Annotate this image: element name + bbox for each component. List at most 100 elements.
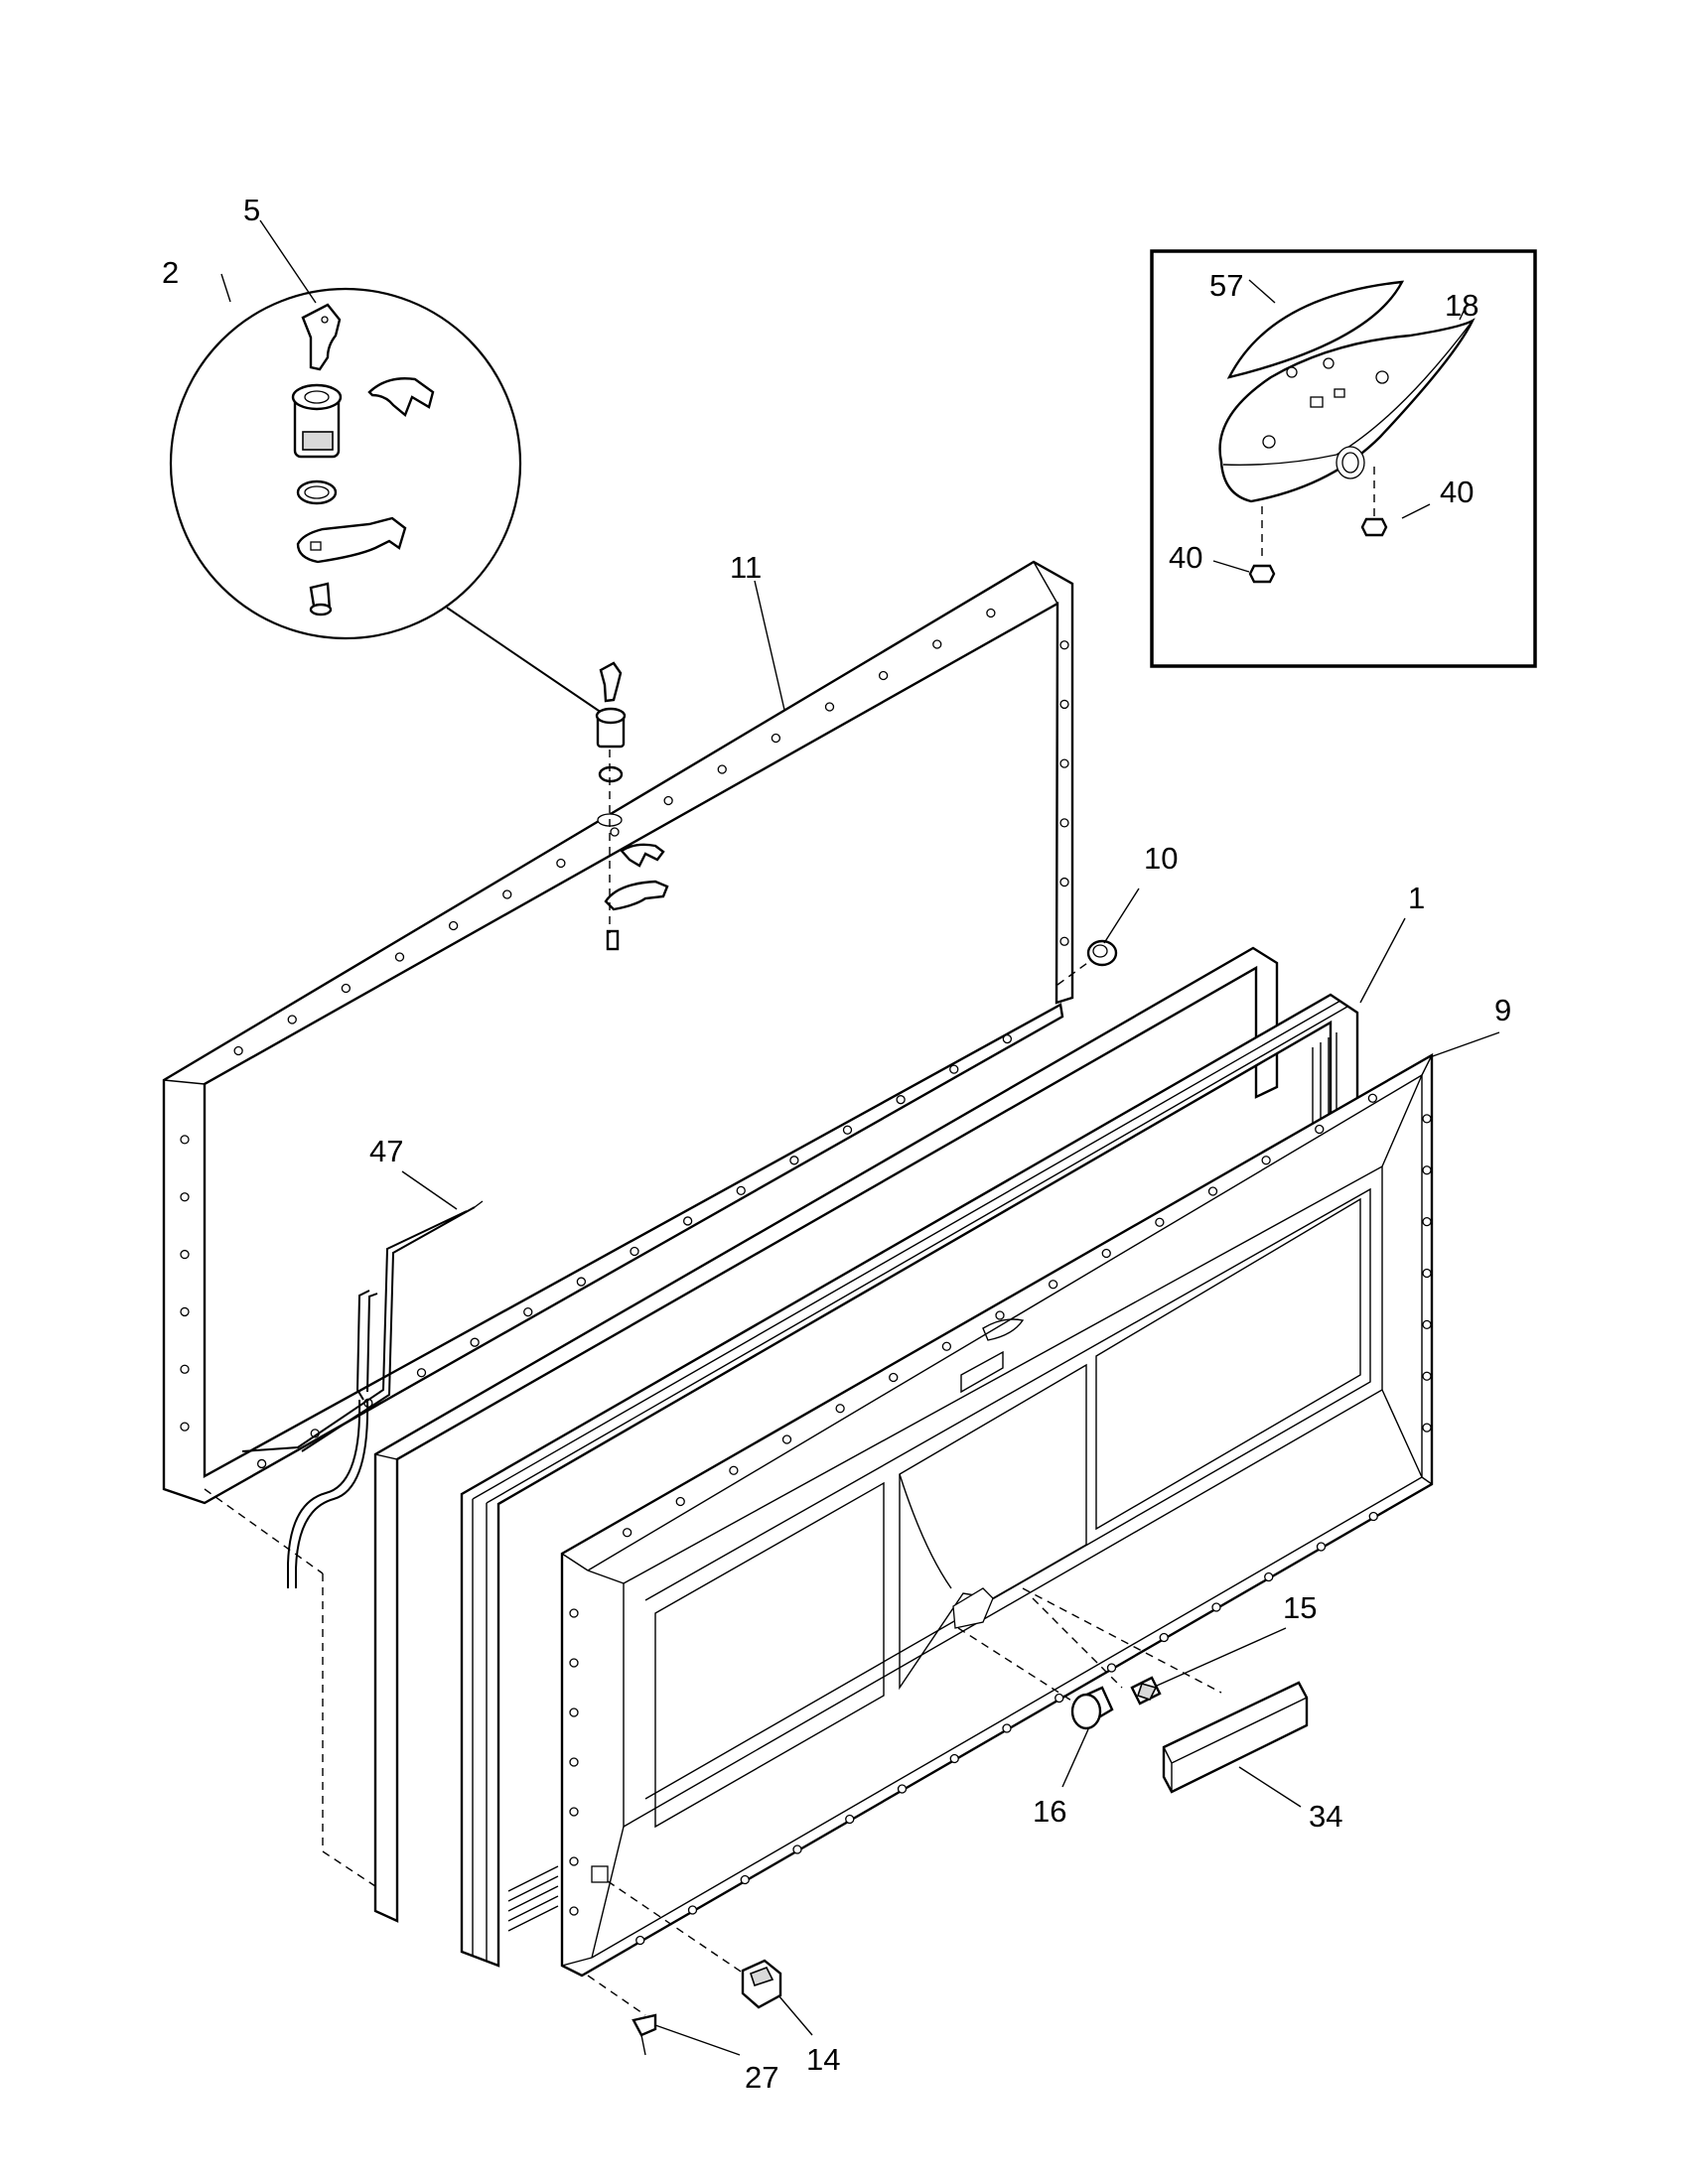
rivet-hole: [995, 1310, 1005, 1320]
rivet-hole: [1002, 1033, 1013, 1044]
rivet-hole: [792, 1844, 802, 1854]
rivet-hole: [576, 1277, 587, 1287]
callout-labels: 5 2 11 57 18 40 40 10 1 9 47 15 16 34 14…: [162, 193, 1511, 2095]
rivet-hole: [1315, 1124, 1325, 1135]
rivet-hole: [470, 1337, 480, 1347]
rivet-hole: [394, 952, 405, 962]
rivet-hole: [569, 1807, 579, 1817]
rivet-hole: [1101, 1248, 1111, 1259]
part-57-handle-cover: [1226, 280, 1405, 379]
part-5-key: [301, 303, 342, 371]
part-47-wire: [241, 1200, 484, 1588]
callout-9: 9: [1494, 993, 1511, 1027]
rivet-hole: [717, 764, 727, 774]
rivet-hole: [1059, 640, 1069, 650]
rivet-hole: [180, 1249, 190, 1260]
rivet-hole: [569, 1608, 579, 1618]
rivet-hole: [233, 1045, 243, 1056]
rivet-hole: [771, 733, 781, 744]
callout-27: 27: [745, 2060, 778, 2095]
rivet-hole: [1048, 1280, 1058, 1290]
rivet-hole: [941, 1341, 952, 1351]
rivet-hole: [1422, 1216, 1432, 1227]
callout-15: 15: [1283, 1590, 1317, 1625]
rivet-hole: [986, 608, 996, 618]
rivet-hole: [416, 1368, 427, 1378]
rivet-hole: [1422, 1423, 1432, 1433]
rivet-hole: [180, 1135, 190, 1145]
callout-14: 14: [806, 2042, 840, 2077]
part-27-screw: [587, 1975, 657, 2056]
rivet-hole: [949, 1064, 959, 1074]
rivet-hole: [1367, 1093, 1378, 1103]
callout-47: 47: [369, 1134, 403, 1168]
rivet-hole: [630, 1246, 639, 1257]
rivet-hole: [569, 1856, 579, 1866]
rivet-hole: [878, 670, 889, 681]
lock-assembly-installed: [595, 661, 669, 951]
rivet-hole: [556, 858, 566, 869]
rivet-hole: [1422, 1371, 1432, 1381]
rivet-hole: [1316, 1542, 1327, 1552]
part-34-trim: [1022, 1587, 1309, 1794]
callout-1: 1: [1408, 881, 1425, 915]
rivet-hole: [789, 1156, 799, 1165]
callout-5: 5: [243, 193, 260, 227]
callout-16: 16: [1033, 1794, 1066, 1829]
part-14-switch-bracket: [607, 1880, 782, 2009]
part-16-light-socket: [957, 1627, 1114, 1730]
rivet-hole: [889, 1372, 899, 1383]
callout-40-left: 40: [1169, 540, 1202, 575]
rivet-hole: [523, 1306, 533, 1317]
gasket-vent-bottom: [507, 1865, 559, 1932]
rivet-hole: [897, 1784, 908, 1794]
rivet-hole: [687, 1905, 698, 1915]
rivet-hole: [502, 889, 512, 899]
rivet-hole: [1368, 1511, 1378, 1522]
rivet-hole: [569, 1658, 579, 1668]
rivet-hole: [842, 1125, 853, 1135]
rivet-hole: [663, 795, 673, 806]
liner-panel: [204, 946, 1279, 1923]
rivet-hole: [569, 1906, 579, 1916]
part-1-gasket: [460, 993, 1359, 1968]
rivet-hole: [1155, 1217, 1165, 1227]
part-40-nut-left: [1248, 564, 1276, 584]
callout-18: 18: [1445, 288, 1478, 323]
part-11-frame: [162, 560, 1074, 1505]
rivet-hole: [180, 1422, 190, 1432]
rivet-hole: [1264, 1571, 1274, 1582]
rivet-hole: [569, 1707, 579, 1717]
leader-lines: [401, 580, 1500, 2056]
callout-34: 34: [1309, 1799, 1342, 1834]
rivet-hole: [896, 1095, 906, 1105]
rivet-hole: [1211, 1602, 1221, 1612]
lock-detail-circle: [169, 219, 603, 714]
part-9-lid-panel: [560, 1052, 1434, 1978]
rivet-hole: [1059, 936, 1069, 946]
rivet-hole: [845, 1814, 855, 1825]
rivet-hole: [1207, 1186, 1218, 1196]
rivet-hole: [1002, 1723, 1012, 1733]
rivet-hole: [569, 1757, 579, 1767]
callout-10: 10: [1144, 841, 1178, 876]
rivet-hole: [341, 983, 352, 994]
rivet-hole: [635, 1935, 645, 1946]
rivet-hole: [1422, 1114, 1432, 1124]
rivet-hole: [1261, 1156, 1271, 1165]
rivet-hole: [729, 1465, 739, 1475]
rivet-hole: [682, 1216, 693, 1226]
rivet-hole: [610, 827, 620, 837]
rivet-hole: [1055, 1693, 1064, 1704]
rivet-hole: [622, 1528, 633, 1538]
rivet-hole: [1159, 1632, 1169, 1643]
rivet-hole: [1106, 1663, 1117, 1673]
callout-57: 57: [1209, 268, 1243, 303]
rivet-hole: [180, 1306, 190, 1317]
rivet-hole: [448, 920, 459, 931]
rivet-hole: [675, 1496, 685, 1507]
rivet-hole: [835, 1404, 845, 1414]
callout-11: 11: [730, 550, 762, 585]
rivet-hole: [1059, 758, 1069, 768]
